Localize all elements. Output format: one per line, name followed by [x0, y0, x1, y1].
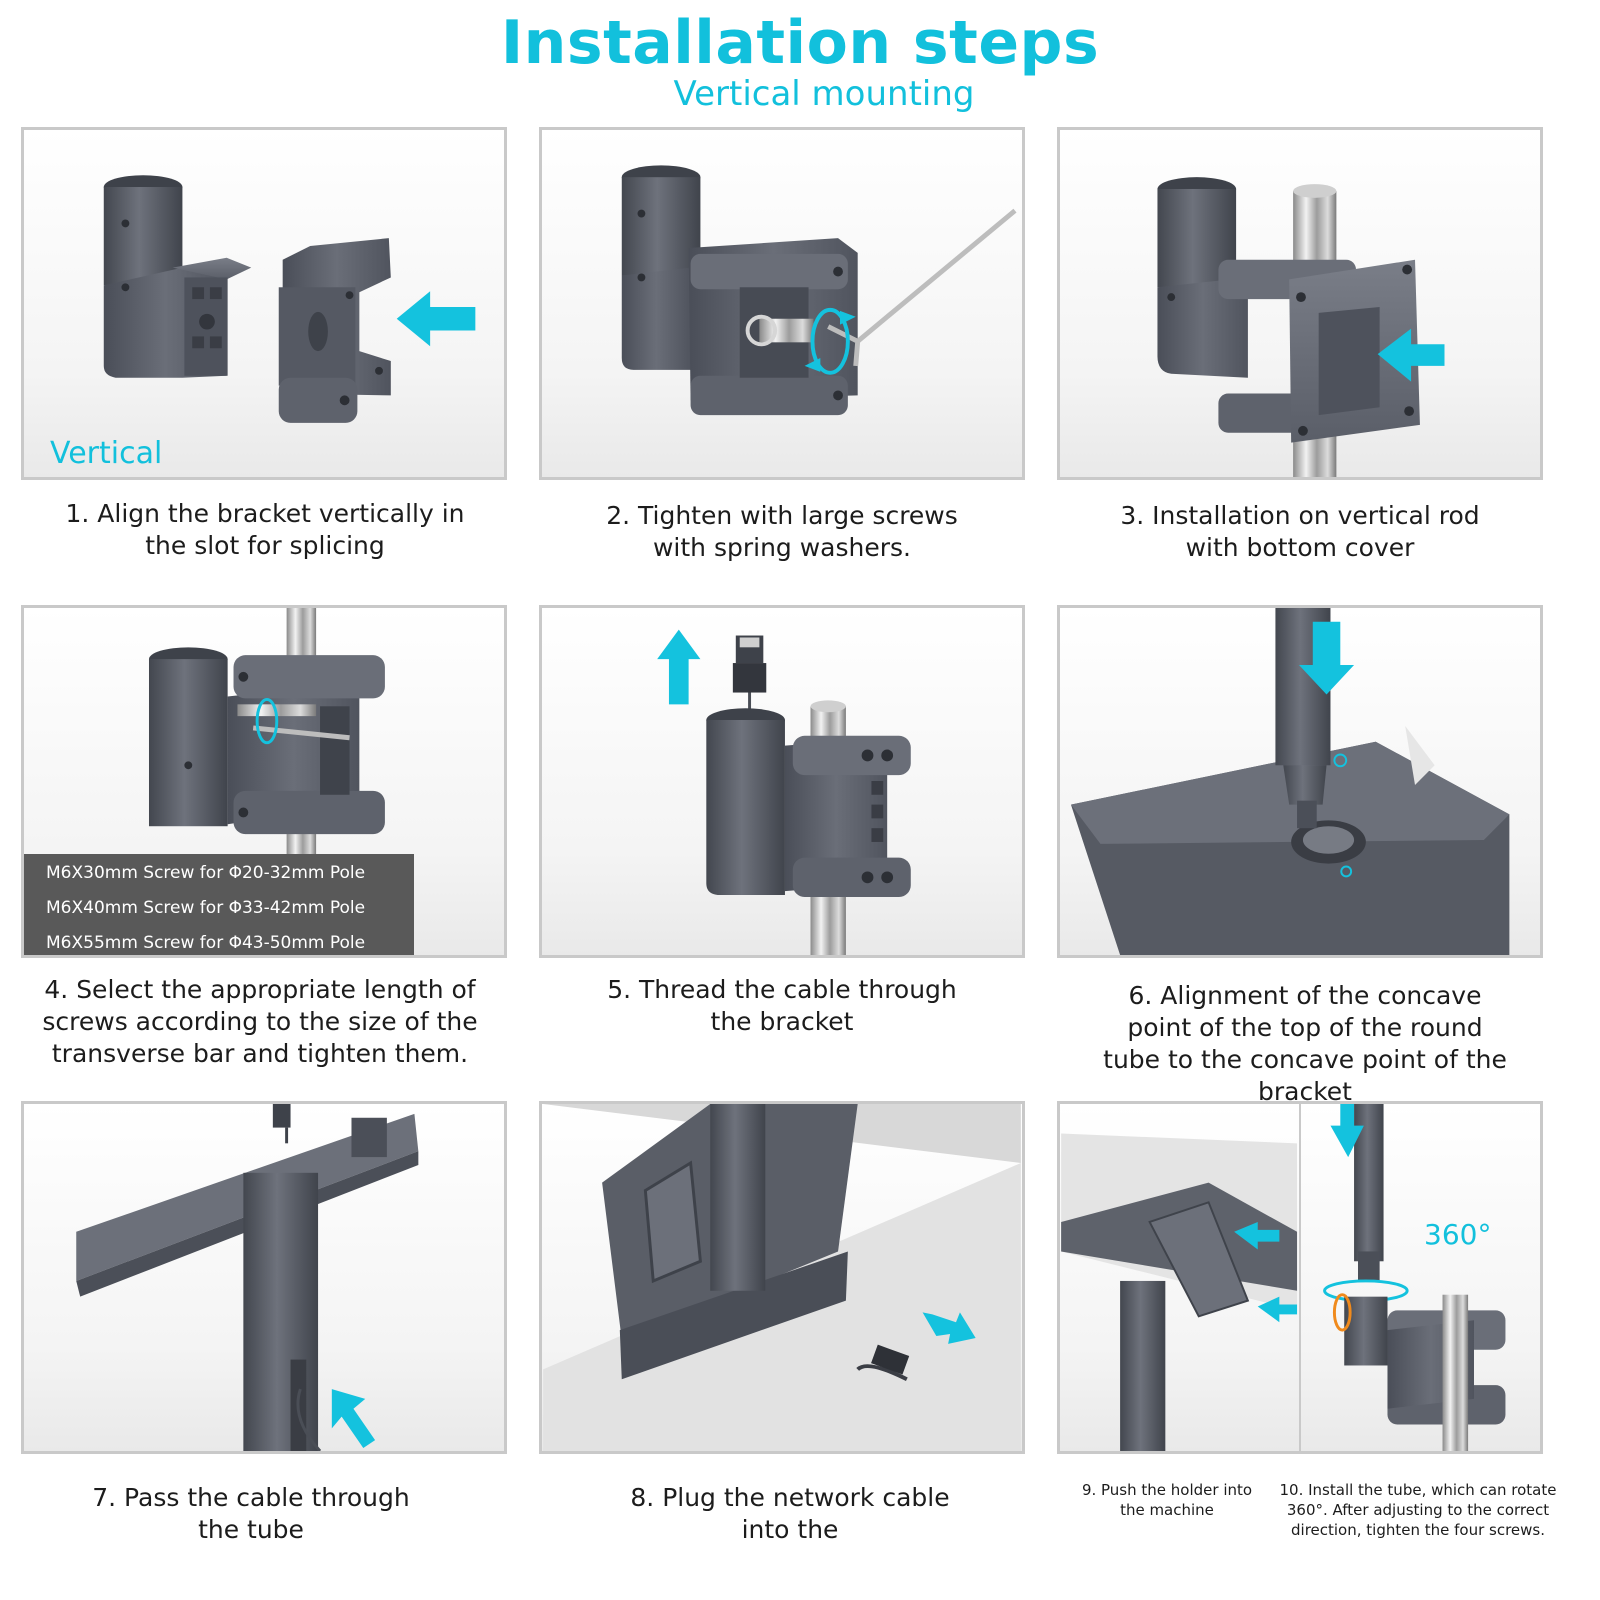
screw-tightening-drawing	[621, 165, 1017, 416]
step-8-illustration	[539, 1101, 1025, 1454]
arrow-icon	[1257, 1296, 1298, 1323]
arrow-icon	[1234, 1221, 1280, 1250]
hex-key-icon	[856, 208, 1017, 344]
arrow-icon	[331, 1389, 376, 1449]
step-6-illustration	[1057, 605, 1543, 958]
tube-alignment-drawing	[1070, 608, 1510, 955]
step-7-illustration	[21, 1101, 507, 1454]
vertical-label: Vertical	[50, 436, 163, 471]
step-6-caption: 6. Alignment of the concave point of the…	[1103, 981, 1507, 1106]
step-9-caption: 9. Push the holder into the machine	[1081, 1481, 1253, 1519]
screw-spec-box: M6X30mm Screw for Φ20-32mm Pole M6X40mm …	[24, 854, 414, 955]
plug-network-cable-drawing	[543, 1104, 1021, 1451]
step-8-caption: 8. Plug the network cable into the	[630, 1483, 950, 1544]
rj45-plug-icon	[871, 1344, 910, 1375]
step-4-illustration: M6X30mm Screw for Φ20-32mm Pole M6X40mm …	[21, 605, 507, 958]
cable-threading-drawing	[657, 629, 911, 955]
step-1-illustration: Vertical	[21, 127, 507, 480]
step-3-illustration	[1057, 127, 1543, 480]
step-3-caption: 3. Installation on vertical rod with bot…	[1120, 501, 1480, 562]
step-5-caption: 5. Thread the cable through the bracket	[607, 975, 957, 1036]
step-7-caption: 7. Pass the cable through the tube	[92, 1483, 410, 1544]
rotate-icon	[1332, 1293, 1352, 1332]
step-2-caption: 2. Tighten with large screws with spring…	[606, 501, 958, 562]
arrow-icon	[1299, 621, 1355, 695]
step-4-caption: 4. Select the appropriate length of scre…	[42, 975, 478, 1068]
screw-selection-drawing	[148, 608, 385, 955]
arrow-icon	[922, 1312, 976, 1344]
rj45-plug-icon	[732, 635, 767, 693]
cable-through-tube-drawing	[76, 1104, 419, 1451]
arrow-icon	[396, 291, 476, 347]
vertical-rod-mount-drawing	[1157, 177, 1445, 477]
arrow-icon	[1377, 328, 1445, 382]
rotate-icon	[804, 307, 856, 375]
panel-divider	[1299, 1104, 1301, 1451]
arrow-icon	[657, 629, 701, 705]
rotate-icon	[255, 697, 279, 745]
page-subtitle: Vertical mounting	[673, 74, 975, 114]
screw-spec-row: M6X55mm Screw for Φ43-50mm Pole	[46, 933, 366, 953]
step-9-10-illustration: 360°	[1057, 1101, 1543, 1454]
screw-spec-row: M6X40mm Screw for Φ33-42mm Pole	[46, 898, 366, 918]
push-holder-install-tube-drawing	[1061, 1104, 1506, 1451]
step-1-caption: 1. Align the bracket vertically in the s…	[65, 499, 465, 560]
page-title: Installation steps	[500, 8, 1100, 78]
step-10-caption: 10. Install the tube, which can rotate 3…	[1279, 1481, 1557, 1539]
arrow-icon	[1330, 1104, 1364, 1158]
screw-spec-row: M6X30mm Screw for Φ20-32mm Pole	[46, 863, 366, 883]
bracket-splice-drawing	[103, 175, 476, 423]
step-2-illustration	[539, 127, 1025, 480]
rotation-label: 360°	[1424, 1218, 1492, 1251]
step-5-illustration	[539, 605, 1025, 958]
